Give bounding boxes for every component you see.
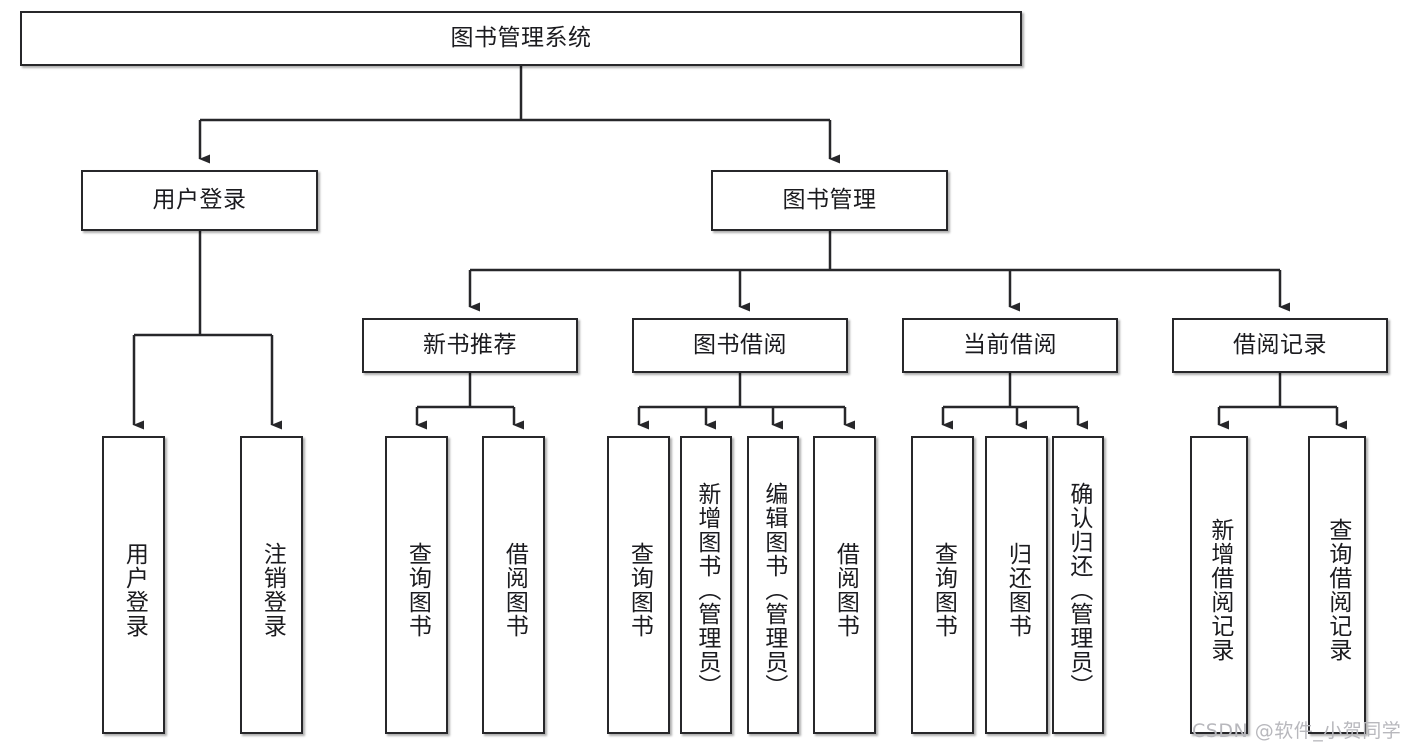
node-l2d[interactable]: 借阅记录	[1172, 318, 1388, 373]
node-label: 图书管理系统	[450, 24, 592, 51]
node-f3[interactable]: 查询图书	[385, 436, 448, 734]
node-f7[interactable]: 编辑图书（管理员）	[747, 436, 799, 734]
node-f5[interactable]: 查询图书	[607, 436, 670, 734]
node-label: 编辑图书（管理员）	[760, 482, 787, 698]
node-label: 查询图书	[930, 542, 957, 638]
node-label: 查询图书	[626, 542, 653, 638]
node-f13[interactable]: 查询借阅记录	[1308, 436, 1366, 734]
node-f12[interactable]: 新增借阅记录	[1190, 436, 1248, 734]
node-label: 当前借阅	[963, 331, 1057, 358]
node-f6[interactable]: 新增图书（管理员）	[680, 436, 732, 734]
node-label: 用户登录	[152, 186, 247, 213]
node-label: 确认归还（管理员）	[1065, 482, 1092, 698]
node-label: 新增图书（管理员）	[693, 482, 720, 698]
node-l2a[interactable]: 新书推荐	[362, 318, 578, 373]
node-label: 借阅图书	[832, 542, 859, 638]
node-label: 借阅图书	[501, 542, 528, 638]
node-label: 查询图书	[404, 542, 431, 638]
node-f11[interactable]: 确认归还（管理员）	[1052, 436, 1104, 734]
node-f9[interactable]: 查询图书	[911, 436, 974, 734]
node-label: 新增借阅记录	[1206, 518, 1233, 662]
node-label: 借阅记录	[1233, 331, 1327, 358]
node-label: 归还图书	[1004, 542, 1031, 638]
node-l1a[interactable]: 用户登录	[81, 170, 318, 231]
edge-group	[132, 66, 1347, 430]
node-label: 注销登录	[259, 542, 286, 638]
node-l2b[interactable]: 图书借阅	[632, 318, 848, 373]
node-f8[interactable]: 借阅图书	[813, 436, 876, 734]
node-f1[interactable]: 用户登录	[102, 436, 165, 734]
node-f2[interactable]: 注销登录	[240, 436, 303, 734]
node-f4[interactable]: 借阅图书	[482, 436, 545, 734]
node-label: 新书推荐	[423, 331, 517, 358]
node-f10[interactable]: 归还图书	[985, 436, 1048, 734]
node-l2c[interactable]: 当前借阅	[902, 318, 1118, 373]
node-label: 图书管理	[782, 186, 877, 213]
node-root[interactable]: 图书管理系统	[20, 11, 1022, 66]
node-label: 查询借阅记录	[1324, 518, 1351, 662]
node-l1b[interactable]: 图书管理	[711, 170, 948, 231]
node-label: 用户登录	[121, 542, 148, 638]
node-label: 图书借阅	[693, 331, 787, 358]
